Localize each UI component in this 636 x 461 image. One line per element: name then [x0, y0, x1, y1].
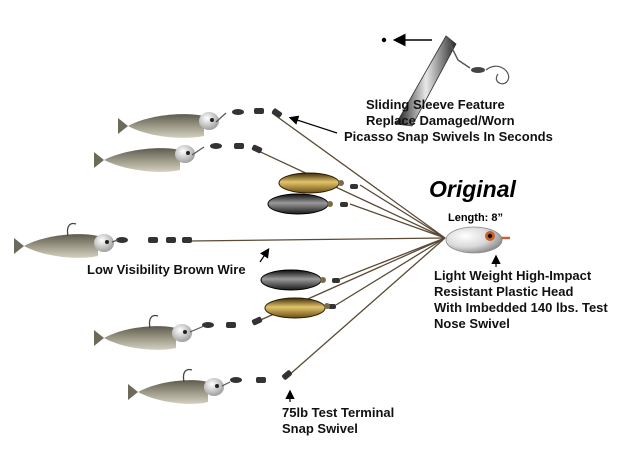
willow-blades: [260, 172, 344, 319]
swimbait-5: [128, 368, 231, 404]
wire-arm-5: [287, 237, 446, 377]
head-callout-line: Light Weight High-Impact: [434, 268, 592, 283]
wire-blade-4: [335, 237, 446, 306]
callout-arrows: [259, 115, 501, 402]
arm-swivels: [116, 108, 358, 383]
wire-blade-2: [349, 203, 446, 239]
swimbait-center: [14, 222, 119, 258]
silver-blade: [267, 193, 329, 215]
sleeve-callout-line: Picasso Snap Swivels In Seconds: [344, 129, 553, 144]
swimbait-1: [118, 112, 227, 138]
sleeve-callout-line: Sliding Sleeve Feature: [366, 97, 505, 112]
sleeve-callout-arrow: [288, 115, 338, 134]
wire-arm-center: [189, 237, 446, 242]
head-callout-line: With Imbedded 140 lbs. Test: [434, 300, 608, 315]
silver-blade: [260, 269, 322, 291]
inset-swivel: [471, 67, 485, 73]
swivel-callout-line: Snap Swivel: [282, 421, 358, 436]
product-title: Original: [429, 176, 516, 202]
wire-blade-3: [339, 237, 446, 280]
wire-arm-1: [271, 112, 446, 239]
sleeve-callout-line: Replace Damaged/Worn: [366, 113, 515, 128]
wire-arm-2: [251, 147, 446, 239]
product-length: Length: 8”: [448, 212, 503, 224]
inset-snap: [485, 65, 510, 85]
head-callout-line: Resistant Plastic Head: [434, 284, 574, 299]
swivel-callout-line: 75lb Test Terminal: [282, 405, 395, 420]
swimbait-2: [94, 145, 205, 172]
wire-blade-1: [359, 184, 446, 239]
wire-callout-arrow: [259, 248, 270, 263]
wire-callout-line: Low Visibility Brown Wire: [87, 262, 246, 277]
rig-head: [445, 226, 510, 254]
gold-blade: [264, 297, 326, 319]
gold-blade: [278, 172, 340, 194]
swimbait-4: [94, 314, 205, 350]
sliding-sleeve: [395, 35, 457, 127]
sleeve-inset: [381, 33, 510, 127]
brown-wires: [189, 112, 446, 377]
head-callout-line: Nose Swivel: [434, 316, 510, 331]
